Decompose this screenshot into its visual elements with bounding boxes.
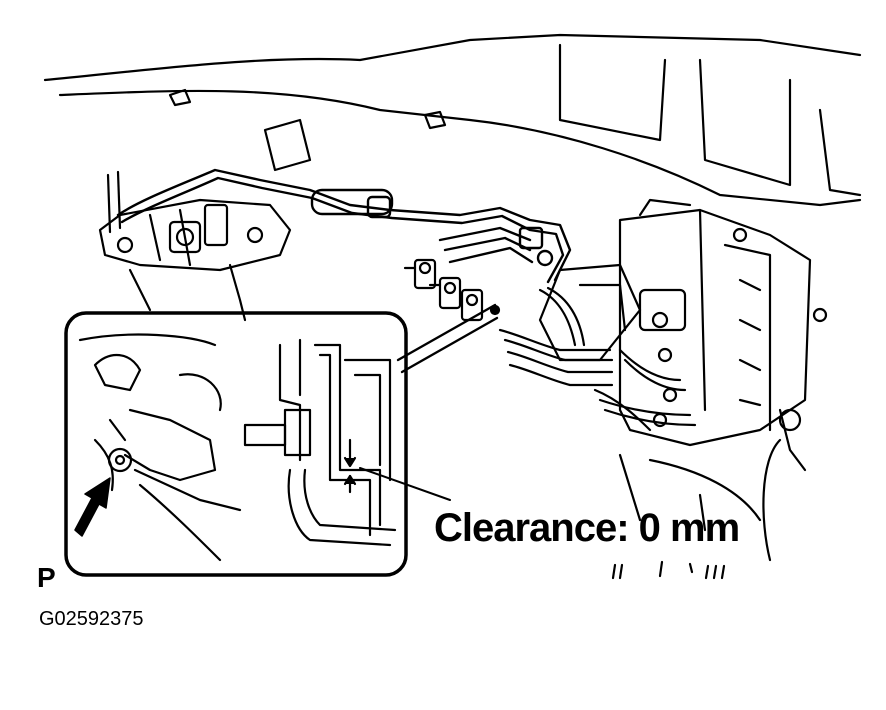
figure-id-label: G02592375	[39, 608, 144, 630]
body-panel	[43, 33, 862, 323]
bolt-pointer-arrow	[74, 477, 111, 537]
brake-tubes	[116, 168, 572, 284]
tube-bundle	[498, 286, 652, 432]
tube-fittings	[403, 258, 484, 322]
left-valve-assembly	[98, 170, 292, 322]
detail-inset	[64, 303, 501, 577]
clearance-leader-line	[359, 467, 451, 501]
break-marks	[611, 560, 726, 580]
clearance-callout-label: Clearance: 0 mm	[434, 506, 740, 550]
view-marker-label: P	[37, 562, 56, 593]
